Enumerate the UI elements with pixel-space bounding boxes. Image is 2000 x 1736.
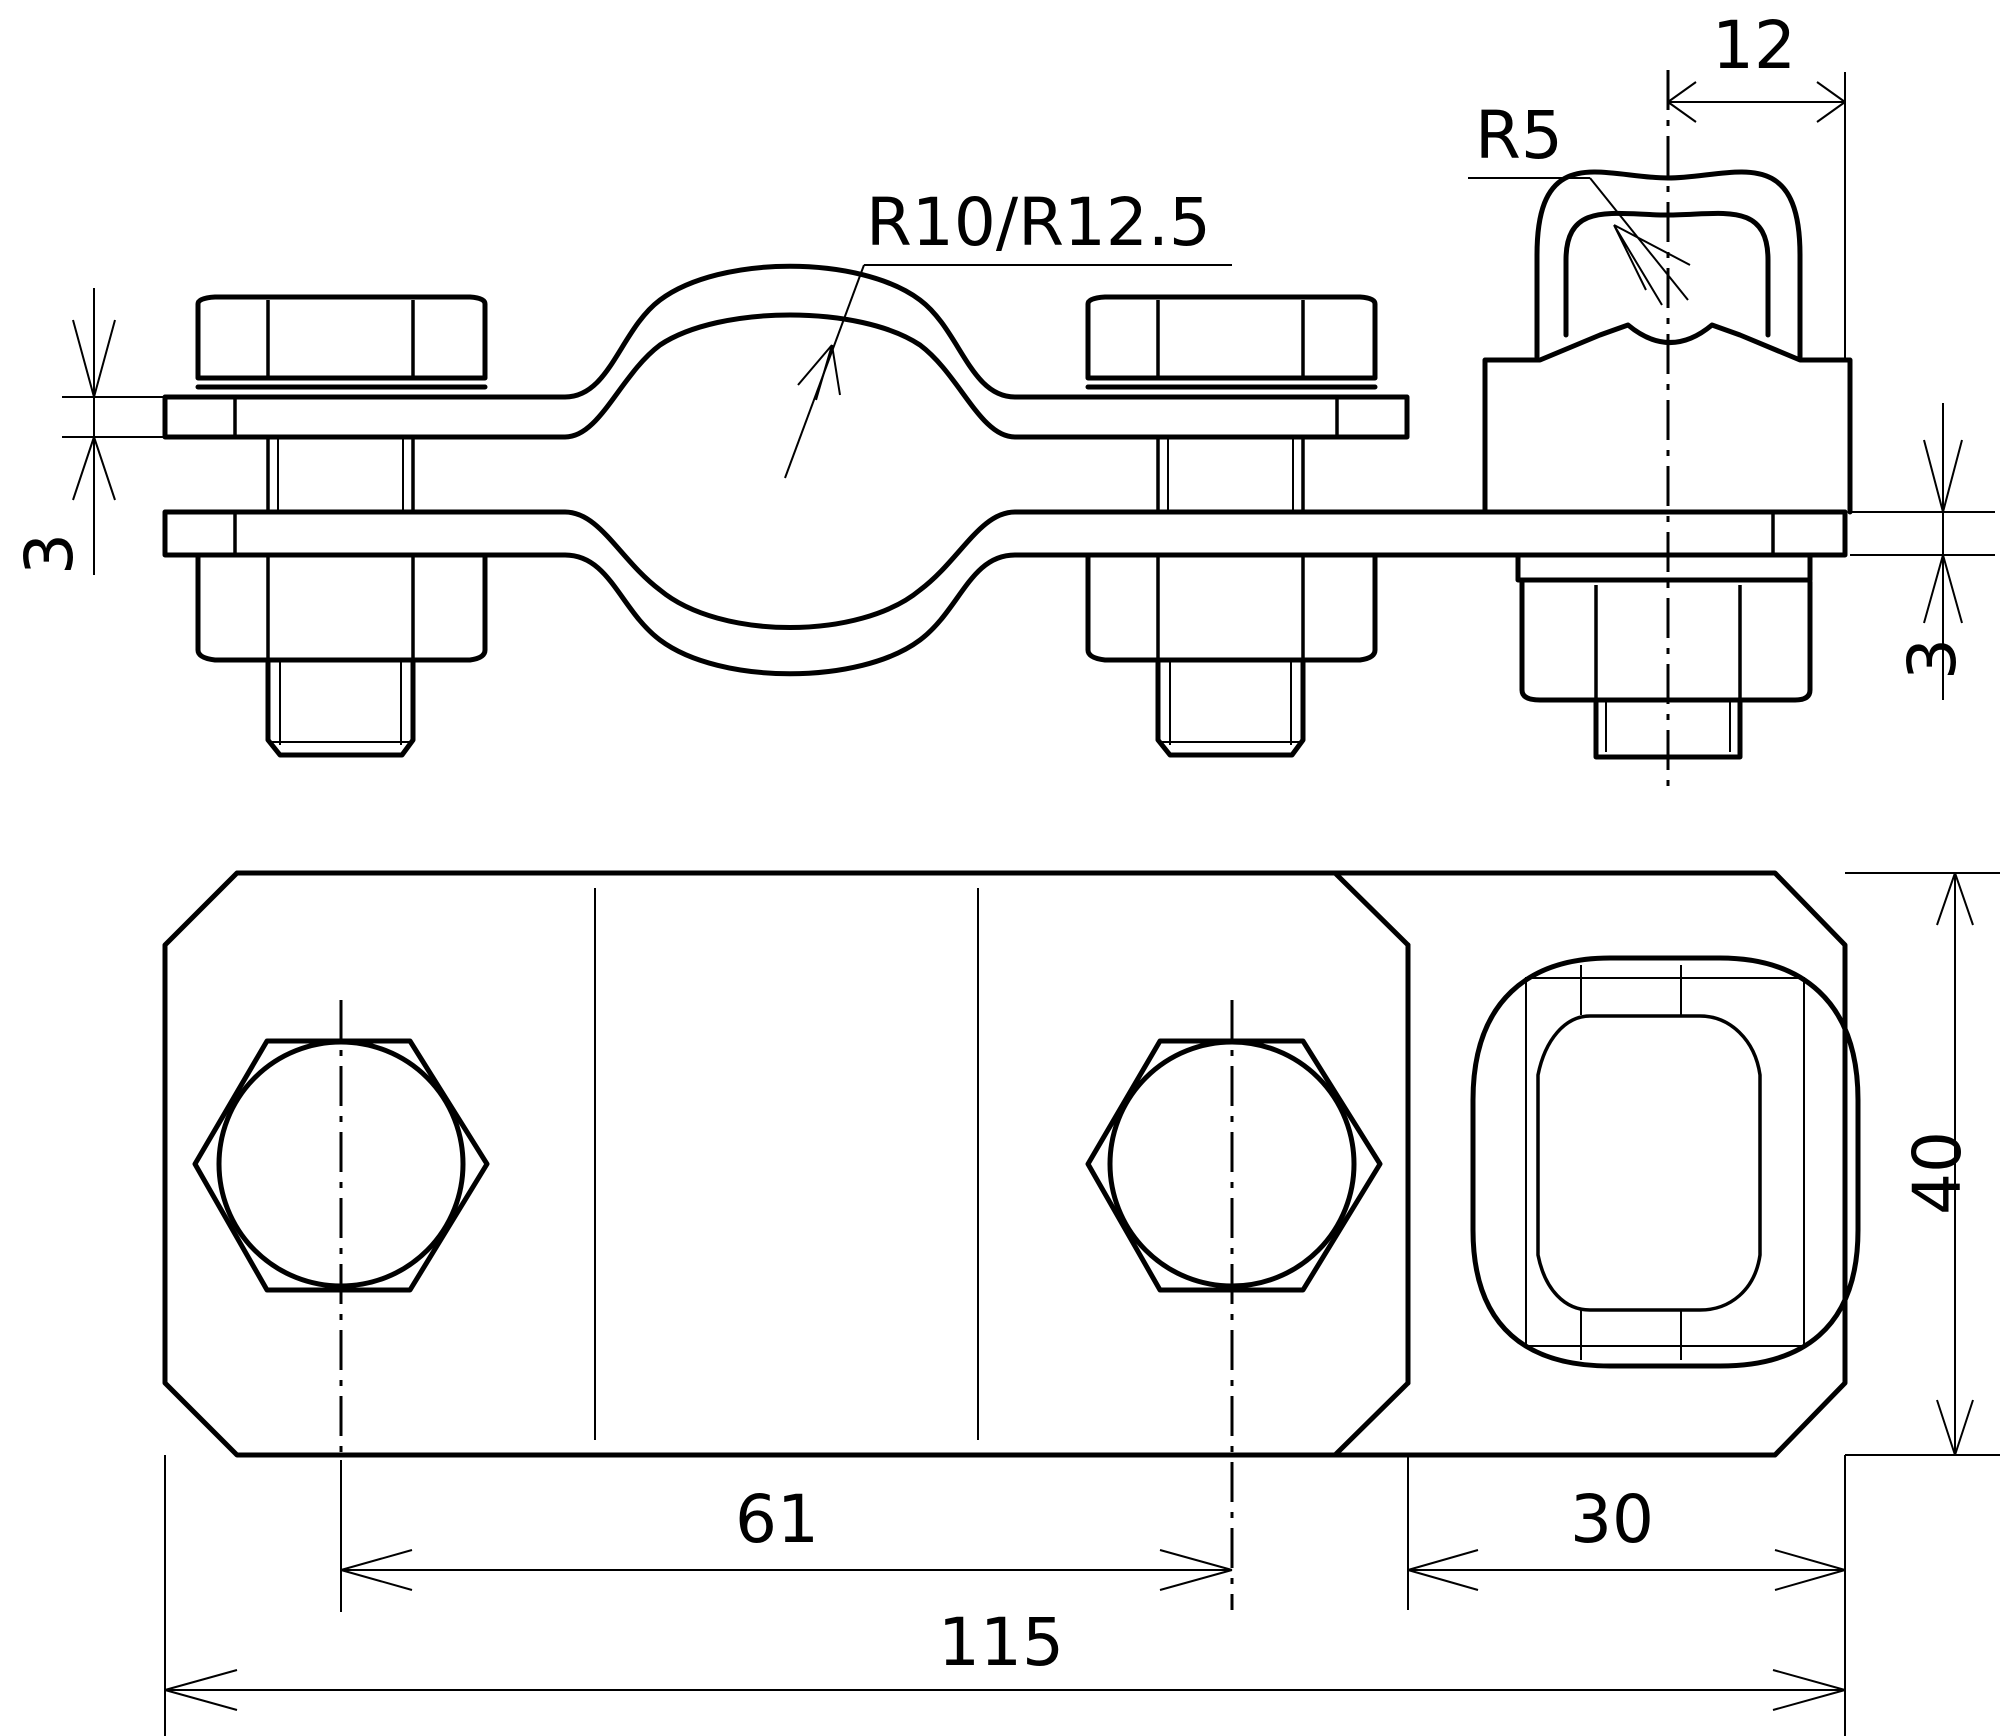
bow-outer <box>1534 169 1803 360</box>
terminal-clamp <box>1482 70 1853 790</box>
terminal-plate-outline <box>1332 870 1848 1458</box>
upper-plate-thickness-dimension: 3 <box>11 288 165 575</box>
bow-offset-label: 12 <box>1712 7 1796 84</box>
left-bolt-thread <box>265 657 416 758</box>
terminal-width-dimension: 30 <box>1407 1455 1846 1736</box>
middle-hex-nut <box>1085 1038 1383 1293</box>
middle-nut <box>1085 552 1378 663</box>
terminal-washer <box>1515 554 1813 583</box>
upper-strap <box>162 263 1410 440</box>
clamp-plate-outline <box>162 870 1411 1458</box>
bolt-spacing-dimension: 61 <box>340 1460 1233 1612</box>
lower-plate-thickness-dimension: 3 <box>1850 403 1995 700</box>
radius-saddle-callout: R10/R12.5 <box>784 184 1232 479</box>
radius-bow-label: R5 <box>1475 97 1563 174</box>
middle-bolt-head <box>1085 294 1378 381</box>
middle-bolt <box>1085 294 1378 758</box>
bow-offset-dimension: 12 <box>1667 7 1846 358</box>
radius-saddle-label: R10/R12.5 <box>866 184 1211 261</box>
terminal-outer-rounded <box>1470 955 1861 1369</box>
upper-plate-thickness-label: 3 <box>11 533 88 575</box>
side-view: R10/R12.5 R5 12 3 <box>11 7 1995 790</box>
radius-bow-callout: R5 <box>1468 97 1691 306</box>
terminal-frame <box>1525 977 1805 1347</box>
middle-bolt-thread <box>1155 657 1306 758</box>
terminal-nut <box>1519 579 1813 703</box>
left-hex-nut <box>192 1038 490 1293</box>
top-view: 40 61 30 115 <box>162 870 2000 1736</box>
terminal-body <box>1482 322 1853 515</box>
left-nut <box>195 552 488 663</box>
overall-width-dimension: 40 <box>1845 872 2000 1456</box>
left-hex-bolt <box>192 1000 490 1460</box>
terminal-inner-square <box>1536 1014 1762 1312</box>
middle-hex-bolt <box>1085 1000 1383 1610</box>
bolt-spacing-label: 61 <box>735 1481 819 1558</box>
overall-length-dimension: 115 <box>164 1455 1846 1736</box>
lower-plate-thickness-label: 3 <box>1894 638 1971 680</box>
overall-length-label: 115 <box>938 1604 1064 1681</box>
lower-strap <box>162 509 1848 677</box>
left-bolt <box>195 294 488 758</box>
terminal-width-label: 30 <box>1570 1481 1654 1558</box>
overall-width-label: 40 <box>1899 1131 1976 1215</box>
terminal-square-clamp <box>1470 955 1861 1369</box>
left-bolt-head <box>195 294 488 381</box>
